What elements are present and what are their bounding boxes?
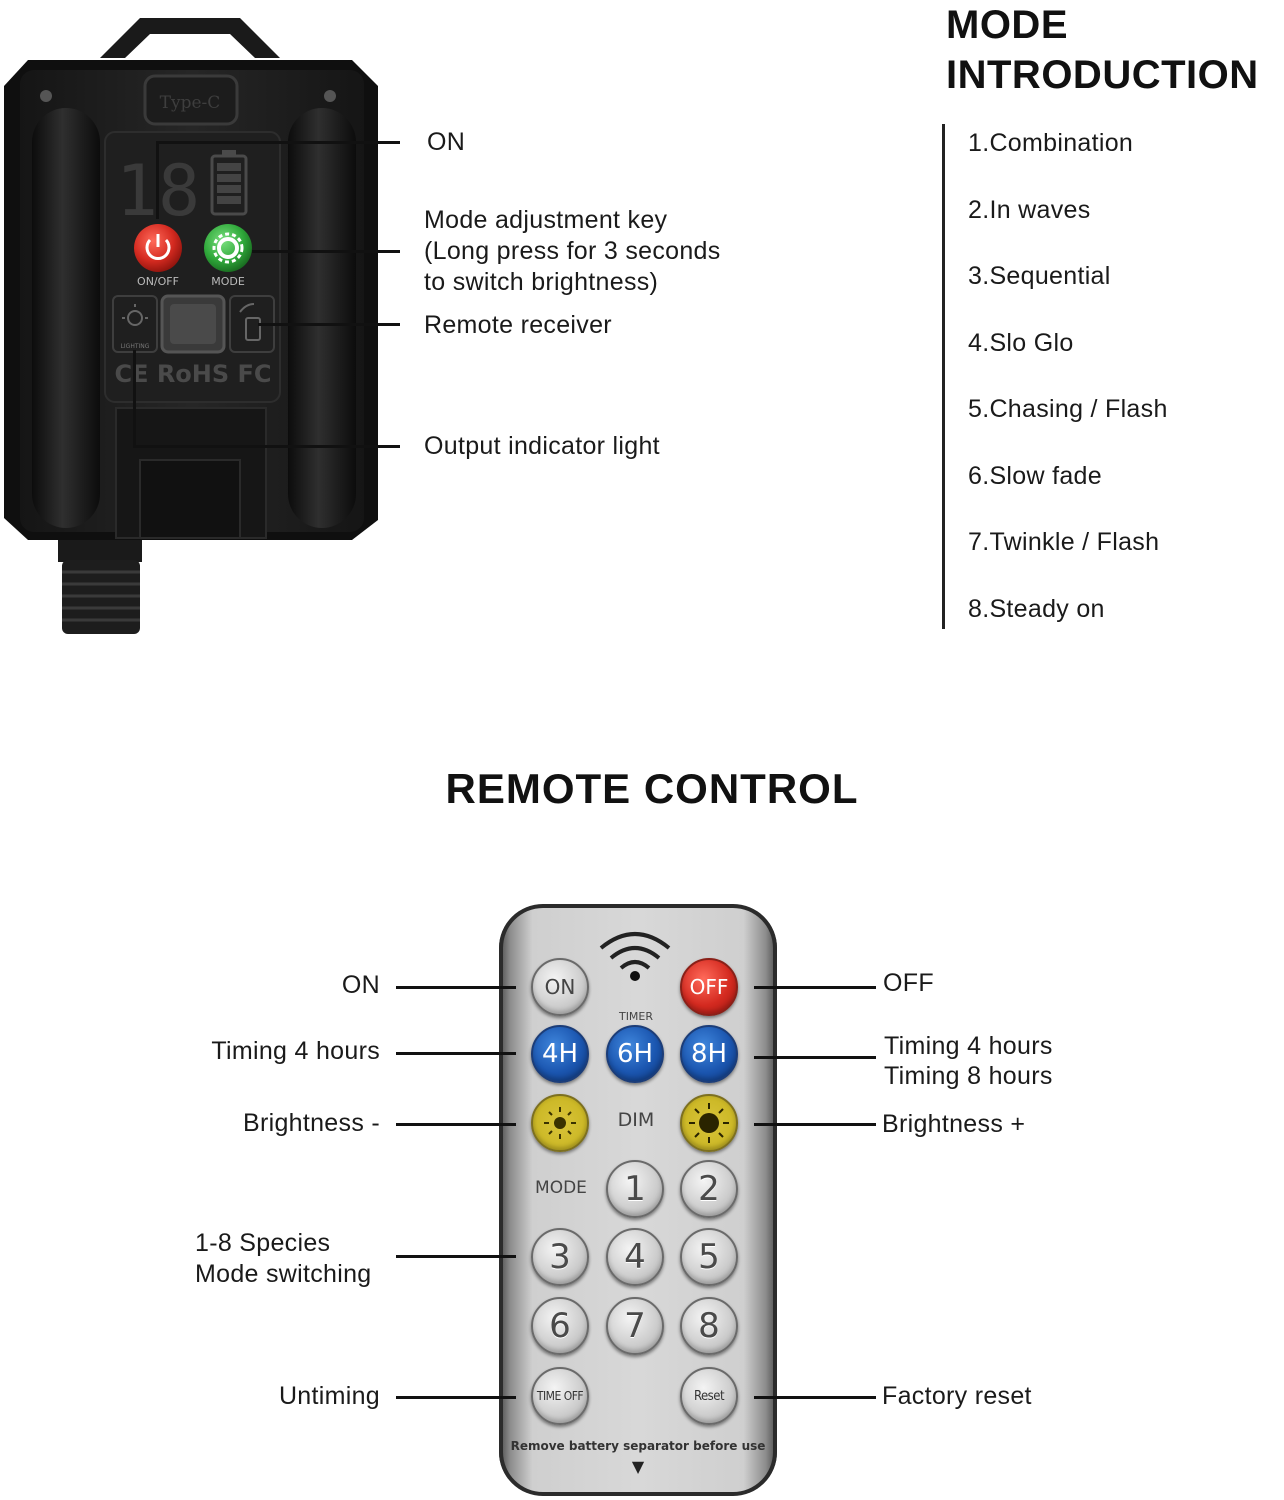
callout-line [396,1396,516,1399]
time-off-button[interactable]: TIME OFF [531,1367,589,1425]
brightness-plus-button[interactable] [680,1094,738,1152]
mode-label: MODE [535,1178,587,1198]
callout-line [396,1123,516,1126]
controller-mode-button[interactable] [204,224,252,272]
mode-item: 3.Sequential [968,262,1111,290]
remote-off-label: OFF [689,975,729,999]
remote-callout-off: OFF [883,969,934,997]
timer-8h-button[interactable]: 8H [680,1025,738,1083]
mode-item: 2.In waves [968,196,1091,224]
time-off-label: TIME OFF [536,1389,584,1403]
callout-line [156,141,159,219]
mode-8-button[interactable]: 8 [680,1297,738,1355]
brightness-minus-button[interactable] [531,1094,589,1152]
callout-line [252,250,400,253]
remote-off-button[interactable]: OFF [680,958,738,1016]
remote-callout-timing-8-right: Timing 8 hours [884,1062,1053,1090]
controller-power-button[interactable] [134,224,182,272]
mode-label: MODE [211,275,245,288]
certification-marks: CE RoHS FC [114,360,271,388]
callout-mode-key-line1: Mode adjustment key [424,206,668,234]
mode-2-button[interactable]: 2 [680,1160,738,1218]
mode-introduction-title: MODE INTRODUCTION [946,0,1259,100]
remote-callout-brightness-minus: Brightness - [243,1109,380,1137]
mode-item: 7.Twinkle / Flash [968,528,1160,556]
lighting-label: LIGHTING [121,343,150,350]
sun-icon [544,1107,576,1139]
mode-5-label: 5 [698,1237,720,1277]
battery-icon [210,150,248,216]
remote-on-label: ON [544,975,576,999]
timer-4h-button[interactable]: 4H [531,1025,589,1083]
timer-8h-label: 8H [690,1039,728,1069]
mode-4-label: 4 [624,1237,646,1277]
reset-button[interactable]: Reset [680,1367,738,1425]
remote-callout-brightness-plus: Brightness + [882,1110,1026,1138]
mode-4-button[interactable]: 4 [606,1228,664,1286]
remote-callout-species-line2: Mode switching [195,1260,372,1288]
sun-icon [689,1103,729,1143]
mode-6-label: 6 [549,1306,571,1346]
on-off-label: ON/OFF [137,275,179,288]
callout-line [754,1396,876,1399]
callout-line [133,350,136,447]
timer-6h-button[interactable]: 6H [606,1025,664,1083]
callout-mode-key-line2: (Long press for 3 seconds [424,237,721,265]
remote-control-title: REMOTE CONTROL [445,765,859,812]
controller-device: Type-C 18 ON/OFF MODE LIGHTING CE [4,18,378,634]
arrow-down-icon: ▼ [631,1457,645,1476]
callout-line [396,1255,516,1258]
remote-callout-untiming: Untiming [278,1382,380,1410]
callout-line [156,141,400,144]
remote-callout-timing-4-right: Timing 4 hours [884,1032,1053,1060]
mode-item: 4.Slo Glo [968,329,1074,357]
remote-callout-factory-reset: Factory reset [882,1382,1032,1410]
mode-2-label: 2 [698,1169,720,1209]
ir-signal-icon [599,932,671,981]
dim-label: DIM [617,1109,655,1131]
reset-label: Reset [693,1388,725,1404]
callout-line [754,1123,876,1126]
mode-1-label: 1 [624,1169,646,1209]
timer-4h-label: 4H [541,1039,579,1069]
type-c-label: Type-C [160,93,221,113]
timer-6h-label: 6H [616,1039,654,1069]
mode-7-label: 7 [624,1306,646,1346]
remote-control: ON OFF TIMER 4H 6H 8H DIM [499,904,777,1496]
remote-callout-on: ON [341,971,380,999]
remote-callout-timing-4: Timing 4 hours [211,1037,380,1065]
callout-line [258,323,400,326]
mode-list-rule [942,124,945,629]
mode-1-button[interactable]: 1 [606,1160,664,1218]
callout-line [396,1052,516,1055]
timer-label: TIMER [618,1010,654,1023]
battery-note: Remove battery separator before use [510,1439,766,1453]
mode-5-button[interactable]: 5 [680,1228,738,1286]
mode-3-button[interactable]: 3 [531,1228,589,1286]
mode-title-line2: INTRODUCTION [946,53,1259,97]
mode-8-label: 8 [698,1306,720,1346]
callout-on: ON [427,128,466,156]
callout-line [133,445,400,448]
mode-item: 6.Slow fade [968,462,1102,490]
mode-item: 1.Combination [968,129,1134,157]
callout-remote-receiver: Remote receiver [424,311,612,339]
mode-item: 5.Chasing / Flash [968,395,1168,423]
mode-item: 8.Steady on [968,595,1105,623]
mode-6-button[interactable]: 6 [531,1297,589,1355]
callout-line [754,1056,876,1059]
remote-callout-species-line1: 1-8 Species [195,1229,331,1257]
mode-3-label: 3 [549,1237,571,1277]
mode-7-button[interactable]: 7 [606,1297,664,1355]
callout-mode-key-line3: to switch brightness) [424,268,659,296]
callout-line [396,986,516,989]
callout-line [754,986,876,989]
remote-on-button[interactable]: ON [531,958,589,1016]
mode-title-line1: MODE [946,3,1068,47]
callout-output-indicator: Output indicator light [424,432,660,460]
